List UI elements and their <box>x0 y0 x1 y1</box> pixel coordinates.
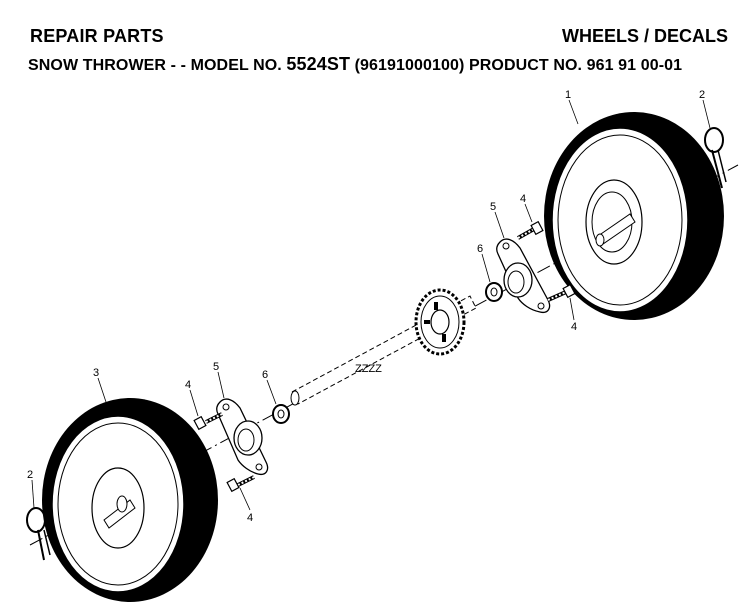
bolt-right-top <box>517 220 544 240</box>
bolt-left-bottom <box>226 475 255 493</box>
callout-bolt-left-top: 4 <box>185 379 191 391</box>
model-prefix: SNOW THROWER - - MODEL NO. <box>28 57 282 74</box>
callout-pin-right: 2 <box>699 89 705 101</box>
callout-washer-left: 6 <box>262 369 268 381</box>
model-suffix: (96191000100) PRODUCT NO. 961 91 00-01 <box>354 57 683 74</box>
callout-bolt-left-bottom: 4 <box>247 512 253 524</box>
page-title: REPAIR PARTS <box>30 26 164 46</box>
bearing-flange-left <box>216 398 269 476</box>
washer-right <box>485 282 503 302</box>
gear <box>414 288 466 356</box>
callout-bolt-right-top: 4 <box>520 193 526 205</box>
leader-lines <box>31 99 711 511</box>
bearing-flange-right <box>496 238 551 314</box>
callout-bearing-right: 5 <box>490 201 496 213</box>
tire-left <box>42 398 218 602</box>
callout-tire-left: 3 <box>93 367 99 379</box>
hairpin-right <box>704 127 727 189</box>
callout-bearing-left: 5 <box>213 361 219 373</box>
bolt-right-bottom <box>547 283 576 302</box>
hairpin-left <box>26 507 51 561</box>
callout-tire-right: 1 <box>565 89 571 101</box>
callout-bolt-right-bottom: 4 <box>571 321 577 333</box>
model-number: 5524ST <box>286 54 351 74</box>
washer-left <box>272 404 290 424</box>
section-title: WHEELS / DECALS <box>561 26 728 46</box>
callout-washer-right: 6 <box>477 243 483 255</box>
tire-right <box>544 112 724 320</box>
callout-pin-left: 2 <box>27 469 33 481</box>
bolt-left-top <box>193 412 223 431</box>
model-line: SNOW THROWER - - MODEL NO. 5524ST (96191… <box>28 54 682 75</box>
svg-text:ZZZZ: ZZZZ <box>355 363 382 375</box>
